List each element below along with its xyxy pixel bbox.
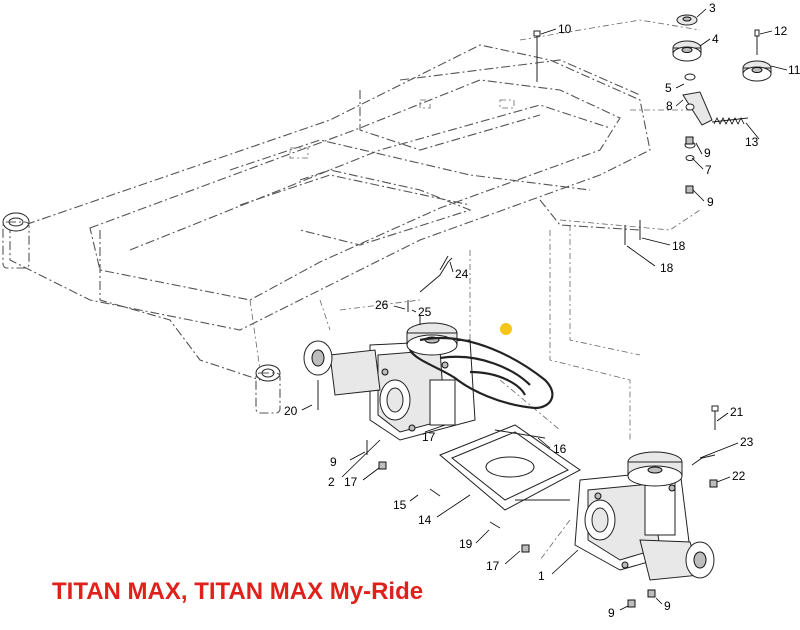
left-transmission <box>303 255 476 470</box>
drive-belt <box>409 337 554 410</box>
callout-9-b: 9 <box>707 195 714 209</box>
callout-18-a: 18 <box>672 239 686 253</box>
callout-17-c: 17 <box>486 559 500 573</box>
callout-1: 1 <box>538 569 545 583</box>
callout-9-c: 9 <box>330 455 337 469</box>
highlight-dot <box>500 323 512 335</box>
callout-19: 19 <box>459 537 473 551</box>
right-transmission <box>521 220 719 608</box>
callout-8: 8 <box>666 99 673 113</box>
callout-10: 10 <box>558 22 572 36</box>
callout-12: 12 <box>774 24 788 38</box>
leader-lines <box>301 8 788 611</box>
mower-frame <box>2 19 701 561</box>
callout-labels: 10 3 4 5 8 12 11 13 9 7 9 18 18 24 26 25… <box>284 1 800 620</box>
callout-24: 24 <box>455 267 469 281</box>
callout-11: 11 <box>788 63 800 77</box>
callout-26: 26 <box>375 298 389 312</box>
callout-3: 3 <box>709 1 716 15</box>
callout-16: 16 <box>553 442 567 456</box>
idler-assembly <box>533 14 772 194</box>
callout-25: 25 <box>418 305 432 319</box>
callout-20: 20 <box>284 404 298 418</box>
callout-5: 5 <box>665 81 672 95</box>
callout-9-a: 9 <box>704 146 711 160</box>
callout-9-d: 9 <box>608 606 615 620</box>
callout-17-a: 17 <box>422 430 436 444</box>
callout-7: 7 <box>705 163 712 177</box>
callout-18-b: 18 <box>660 261 674 275</box>
callout-2: 2 <box>328 475 335 489</box>
model-title: TITAN MAX, TITAN MAX My-Ride <box>52 578 424 605</box>
callout-23: 23 <box>740 435 754 449</box>
pump-mount-plate <box>429 424 581 529</box>
callout-17-b: 17 <box>344 475 358 489</box>
callout-9-e: 9 <box>664 599 671 613</box>
callout-4: 4 <box>712 32 719 46</box>
callout-14: 14 <box>418 513 432 527</box>
callout-21: 21 <box>730 405 744 419</box>
callout-22: 22 <box>732 469 746 483</box>
callout-15: 15 <box>393 498 407 512</box>
callout-13: 13 <box>745 135 759 149</box>
